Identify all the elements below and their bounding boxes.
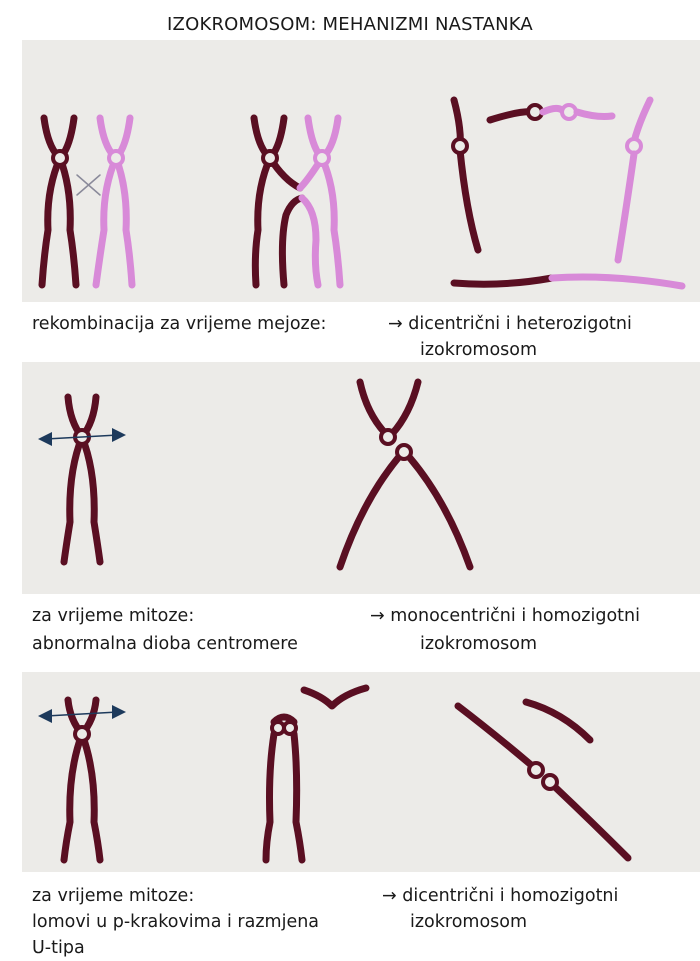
panel-mitosis-u-type-exchange	[22, 672, 700, 872]
monocentric-homozygous-result	[340, 382, 470, 567]
section-3-label-line-2: lomovi u p-krakovima i razmjena	[32, 910, 319, 935]
section-2-result-line-2: izokromosom	[420, 632, 537, 657]
panel-meiosis-recombination	[22, 40, 700, 302]
section-3-label-line-3: U-tipa	[32, 936, 85, 961]
meiosis-illustration	[22, 40, 700, 302]
chromosome-pair-exchange	[254, 118, 340, 285]
diagram-title: IZOKROMOSOM: MEHANIZMI NASTANKA	[0, 14, 700, 35]
dicentric-heterozygous-result	[453, 100, 682, 286]
section-1-result-line-1: → dicentrični i heterozigotni	[388, 312, 632, 337]
section-2-label-line-2: abnormalna dioba centromere	[32, 632, 298, 657]
u-type-exchange-stage	[266, 688, 366, 860]
section-3-label-line-1: za vrijeme mitoze:	[32, 884, 194, 909]
section-1-result-line-2: izokromosom	[420, 338, 537, 363]
chromosome-dividing	[38, 397, 126, 562]
chromosome-before-break	[38, 700, 126, 860]
section-1-label-line-1: rekombinacija za vrijeme mejoze:	[32, 312, 326, 337]
mitosis-centromere-illustration	[22, 362, 700, 594]
chromosome-pair-crossover	[42, 118, 132, 285]
dicentric-homozygous-result	[458, 702, 628, 858]
panel-mitosis-centromere	[22, 362, 700, 594]
mitosis-u-type-illustration	[22, 672, 700, 872]
section-2-result-line-1: → monocentrični i homozigotni	[370, 604, 640, 629]
section-2-label-line-1: za vrijeme mitoze:	[32, 604, 194, 629]
section-3-result-line-2: izokromosom	[410, 910, 527, 935]
section-3-result-line-1: → dicentrični i homozigotni	[382, 884, 618, 909]
